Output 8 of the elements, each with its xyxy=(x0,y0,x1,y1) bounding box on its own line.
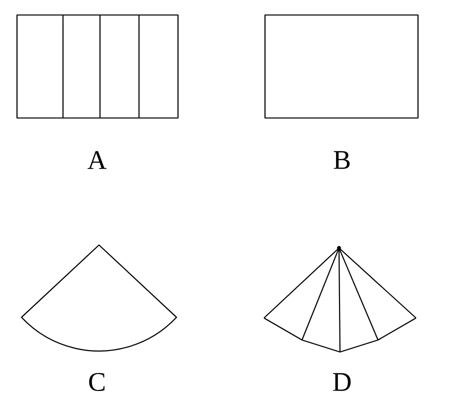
option-letter: A xyxy=(88,151,107,169)
rectangle-shape xyxy=(16,14,179,119)
option-letter: C xyxy=(89,372,104,392)
folded-fan-shape xyxy=(264,246,416,353)
rectangle-shape xyxy=(264,14,419,119)
option-letter: B xyxy=(334,151,350,169)
option-letter: D xyxy=(333,373,351,391)
sector-shape xyxy=(20,244,178,352)
